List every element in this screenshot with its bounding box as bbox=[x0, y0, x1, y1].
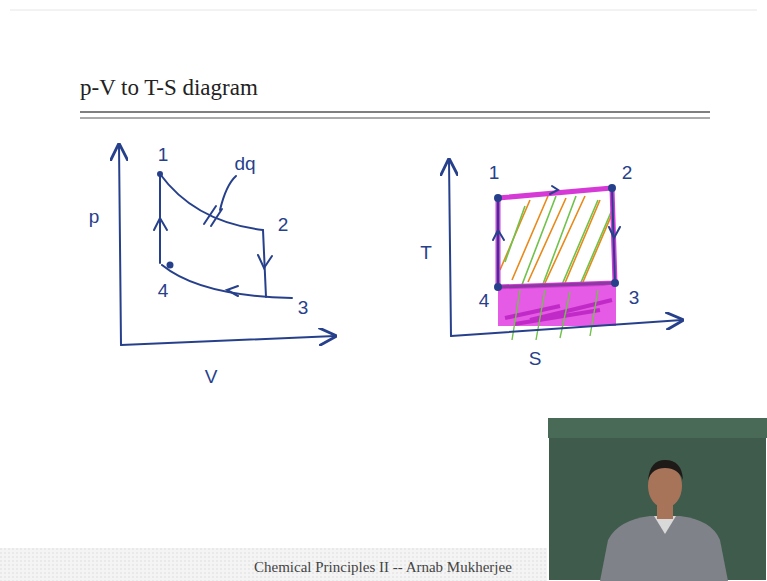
state-number: 4 bbox=[158, 281, 169, 300]
slide-edge bbox=[10, 10, 757, 11]
axis-label: p bbox=[89, 207, 100, 226]
pv-diagram bbox=[119, 145, 335, 345]
axis-label: T bbox=[420, 243, 432, 262]
ts-diagram bbox=[449, 160, 682, 340]
title-rule bbox=[80, 118, 710, 119]
state-number: 1 bbox=[489, 163, 500, 182]
state-number: 4 bbox=[479, 291, 490, 310]
heat-label: dq bbox=[234, 154, 255, 173]
video-inset bbox=[548, 418, 767, 581]
state-number: 2 bbox=[278, 215, 289, 234]
slide-title: p-V to T-S diagram bbox=[80, 76, 258, 99]
state-number: 2 bbox=[622, 163, 633, 182]
footer-text: Chemical Principles II -- Arnab Mukherje… bbox=[254, 560, 512, 575]
state-number: 1 bbox=[158, 145, 169, 164]
axis-label: S bbox=[529, 349, 542, 368]
axis-label: V bbox=[205, 367, 218, 386]
state-number: 3 bbox=[629, 288, 640, 307]
title-rule bbox=[80, 111, 710, 113]
state-number: 3 bbox=[298, 298, 309, 317]
